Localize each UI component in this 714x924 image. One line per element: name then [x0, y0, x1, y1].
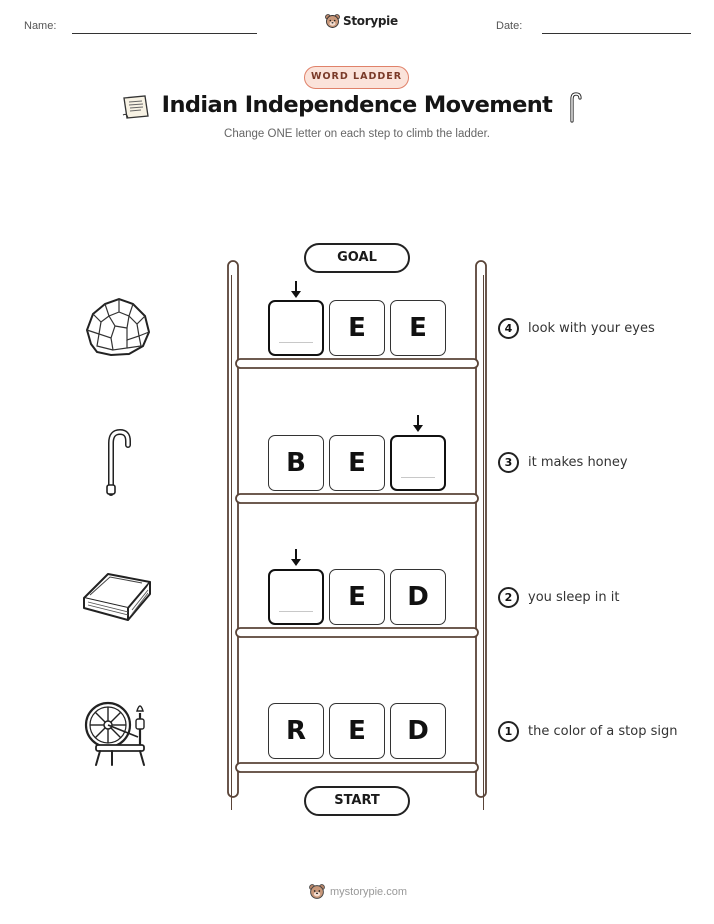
walking-stick-small-icon: [570, 92, 582, 123]
spinning-wheel-icon: [84, 701, 145, 766]
down-arrow-icon: [413, 415, 423, 432]
letter-tile: B: [268, 435, 324, 491]
clue-text: you sleep in it: [528, 590, 620, 605]
footer-url: mystorypie.com: [330, 885, 408, 898]
letter-tile: E: [329, 300, 385, 356]
step-number: 4: [498, 318, 519, 339]
step-number: 3: [498, 452, 519, 473]
step-number: 2: [498, 587, 519, 608]
name-label: Name:: [24, 20, 57, 32]
down-arrow-icon: [291, 281, 301, 298]
letter-tile: E: [329, 435, 385, 491]
instructions: Change ONE letter on each step to climb …: [224, 128, 490, 140]
document-icon: [122, 95, 149, 119]
clue-text: it makes honey: [528, 455, 628, 470]
left-rail: [227, 260, 239, 810]
start-label: START: [304, 786, 410, 816]
letter-tile-blank[interactable]: [268, 300, 324, 356]
date-line[interactable]: [542, 33, 691, 34]
letter-tile-blank[interactable]: [268, 569, 324, 625]
ladder-rung: [235, 358, 479, 369]
letter-tile: E: [329, 569, 385, 625]
right-rail: [475, 260, 487, 810]
clue-row: 1 the color of a stop sign: [498, 721, 677, 742]
step-number: 1: [498, 721, 519, 742]
clue-row: 3 it makes honey: [498, 452, 628, 473]
ladder-rung: [235, 762, 479, 773]
letter-tile: D: [390, 569, 446, 625]
bear-icon: [325, 14, 340, 28]
page-title: Indian Independence Movement: [161, 92, 553, 118]
date-label: Date:: [496, 20, 523, 32]
letter-tile: D: [390, 703, 446, 759]
letter-tile: R: [268, 703, 324, 759]
brand-logo: Storypie: [325, 13, 398, 29]
brand-name: Storypie: [343, 14, 398, 28]
goal-label: GOAL: [304, 243, 410, 273]
ladder-rung: [235, 627, 479, 638]
down-arrow-icon: [291, 549, 301, 566]
ladder-rung: [235, 493, 479, 504]
letter-tile-blank[interactable]: [390, 435, 446, 491]
clue-row: 4 look with your eyes: [498, 318, 655, 339]
bear-icon: [309, 884, 325, 899]
letter-tile: E: [329, 703, 385, 759]
footer: mystorypie.com: [309, 883, 407, 900]
clue-text: look with your eyes: [528, 321, 655, 336]
clue-row: 2 you sleep in it: [498, 587, 619, 608]
clue-text: the color of a stop sign: [528, 724, 678, 739]
letter-tile: E: [390, 300, 446, 356]
word-ladder-badge: WORD LADDER: [304, 66, 409, 89]
walking-stick-icon: [106, 428, 131, 496]
name-line[interactable]: [72, 33, 257, 34]
book-icon: [83, 573, 151, 621]
rock-icon: [85, 297, 151, 357]
